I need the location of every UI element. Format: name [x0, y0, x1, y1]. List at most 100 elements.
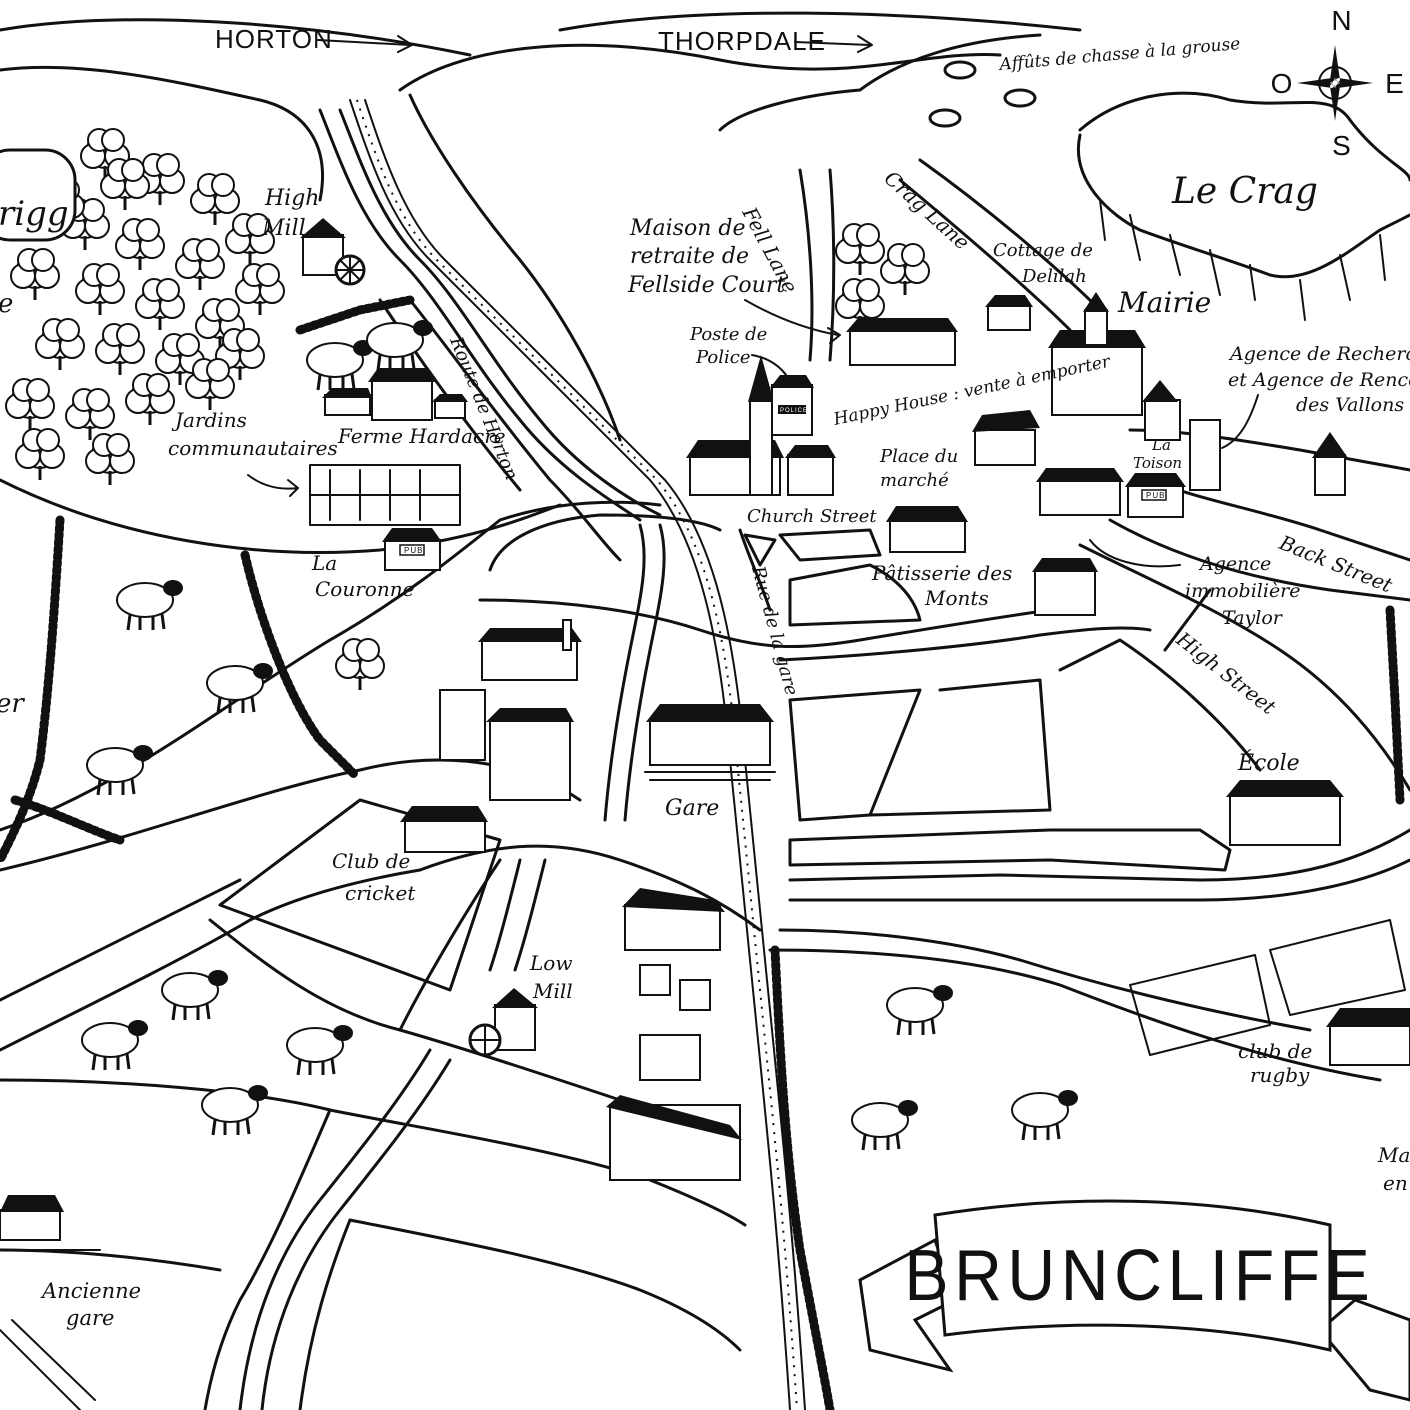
fell-outline: [398, 43, 1002, 92]
river: [260, 1058, 452, 1410]
road: [0, 1248, 222, 1272]
tree-icon: [135, 278, 185, 330]
label-pub-toison: PUB: [1146, 491, 1165, 500]
town-block: [788, 828, 1232, 872]
label-club-rugby-2: rugby: [1250, 1063, 1310, 1087]
label-agence-immo-2: immobilière: [1185, 580, 1301, 602]
label-police-sign: POLICE: [780, 408, 808, 414]
arrow-icon: [744, 299, 841, 344]
label-agence-recherche-2: et Agence de Rencont: [1228, 369, 1410, 391]
road: [298, 1218, 352, 1410]
tree-icon: [335, 638, 385, 690]
church-icon[interactable]: [686, 355, 784, 496]
sheep-icon: [886, 985, 953, 1036]
sheep-icon: [286, 1025, 353, 1076]
sheep-icon: [206, 663, 273, 714]
police-station-icon[interactable]: [770, 375, 814, 436]
river: [513, 858, 547, 972]
road: [778, 928, 1312, 1032]
shops-row-icon[interactable]: [1036, 468, 1124, 516]
high-street-houses-icon[interactable]: [1032, 558, 1098, 616]
sheep-flock: [81, 320, 1078, 1151]
road: [1163, 588, 1212, 652]
label-ecole: École: [1237, 749, 1300, 776]
compass-rose: N S O E: [1271, 5, 1404, 161]
label-jardins-1: Jardins: [171, 408, 247, 432]
crag-lane-road: [898, 178, 1072, 332]
la-couronne-pub-icon[interactable]: [382, 528, 442, 571]
tree-icon: [225, 213, 275, 265]
factory-icon[interactable]: [439, 619, 582, 801]
label-crag-lane: Crag Lane: [880, 166, 975, 255]
stone-wall: [240, 550, 360, 780]
label-ferme-hardacre: Ferme Hardacre: [337, 424, 506, 448]
river: [338, 108, 662, 517]
fellside-court-icon[interactable]: [846, 318, 958, 366]
farmhouse-east-icon[interactable]: [1312, 432, 1348, 496]
label-agence-recherche-3: des Vallons: [1296, 394, 1404, 416]
happy-house-icon[interactable]: [972, 410, 1040, 466]
la-toison-pub-icon[interactable]: [1125, 473, 1186, 518]
tree-icon: [85, 433, 135, 485]
road: [478, 598, 1052, 649]
sheep-icon: [161, 970, 228, 1021]
stone-wall: [0, 515, 65, 865]
route-de-horton-road: [408, 298, 622, 562]
label-edge-left-1: e: [0, 289, 13, 319]
back-street-road: [1108, 518, 1410, 602]
delilah-cottage-icon[interactable]: [985, 295, 1033, 331]
label-edge-right-1: Mar: [1377, 1143, 1410, 1167]
arrow-icon: [751, 354, 789, 379]
sheep-icon: [116, 580, 183, 631]
fell-lane-road: [828, 168, 836, 362]
arrow-icon: [1221, 394, 1259, 449]
garden-plots: [309, 469, 461, 521]
market-houses-icon[interactable]: [785, 445, 836, 496]
label-place-du-marche-2: marché: [880, 470, 949, 491]
road: [788, 858, 1410, 902]
high-street-road: [1078, 543, 1410, 792]
gare-station-icon[interactable]: [644, 704, 776, 781]
label-rue-de-la-gare: Rue de la gare: [747, 563, 802, 698]
label-club-cricket-2: cricket: [345, 881, 416, 905]
road: [0, 1078, 747, 1227]
ancienne-gare-icon[interactable]: [0, 1195, 101, 1251]
rugby-clubhouse-icon[interactable]: [1326, 1008, 1410, 1066]
label-rigg: rigg: [0, 194, 69, 234]
ferme-hardacre-icon[interactable]: [322, 368, 468, 421]
mairie-icon[interactable]: [1048, 292, 1146, 416]
label-maison-2: retraite de: [630, 244, 749, 269]
cricket-pavilion-icon[interactable]: [400, 806, 488, 853]
river: [318, 108, 642, 522]
label-maison-3: Fellside Court: [627, 273, 785, 298]
label-la-toison-1: La: [1151, 436, 1171, 454]
tree-icon: [95, 323, 145, 375]
traffic-island: [743, 533, 777, 567]
label-jardins-2: communautaires: [168, 436, 338, 460]
rugby-pitch: [1129, 954, 1271, 1056]
tree-icon: [100, 158, 150, 210]
tree-icon: [80, 128, 130, 180]
label-ancienne-gare-2: gare: [66, 1306, 114, 1330]
woodland-boundary: [0, 65, 324, 202]
banner-ribbon-right: [1317, 1298, 1410, 1402]
label-church-street: Church Street: [747, 506, 877, 527]
label-low-mill-1: Low: [529, 951, 572, 975]
town-block: [868, 678, 1052, 817]
banner-ribbon-left: [858, 1237, 957, 1373]
label-ancienne-gare-1: Ancienne: [40, 1279, 141, 1303]
woodland-boundary: [0, 478, 562, 554]
agence-recherche-icon[interactable]: [1142, 380, 1221, 491]
church-street-houses-icon[interactable]: [886, 506, 968, 553]
low-mill-icon[interactable]: [468, 988, 538, 1057]
railway-line: [349, 99, 791, 1410]
road: [208, 918, 652, 1112]
high-mill-icon[interactable]: [300, 218, 366, 286]
terrace-houses-icon[interactable]: [606, 888, 742, 1181]
label-patisserie-1: Pâtisserie des: [871, 561, 1012, 585]
label-la-couronne-2: Couronne: [315, 577, 414, 601]
ecole-school-icon[interactable]: [1226, 780, 1344, 846]
town-block: [788, 563, 922, 627]
railway-sleepers: [356, 99, 798, 1410]
